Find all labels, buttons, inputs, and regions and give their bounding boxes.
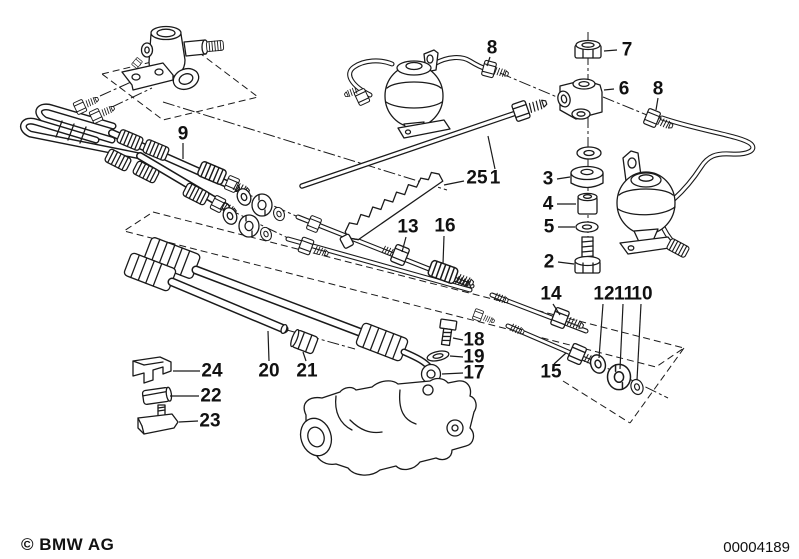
callout-13: 13 (397, 217, 418, 238)
callout-11: 11 (614, 284, 635, 305)
callout-20: 20 (258, 361, 279, 382)
clip-23 (137, 404, 179, 435)
callout-1-leader (487, 135, 496, 170)
callout-2-leader (557, 261, 575, 265)
callout-15: 15 (540, 362, 562, 383)
bolt-2 (574, 236, 601, 274)
grommet-3 (570, 165, 604, 189)
t-fitting-stack (557, 39, 604, 274)
callout-10-leader (636, 303, 642, 381)
callout-8a-leader (486, 56, 491, 67)
callout-8a: 8 (487, 38, 498, 59)
callout-7: 7 (622, 40, 633, 61)
callout-4: 4 (543, 194, 554, 215)
valve-block (121, 25, 225, 91)
callout-18: 18 (463, 330, 484, 351)
callout-2: 2 (544, 252, 555, 273)
callout-3: 3 (543, 169, 554, 190)
callout-20-leader (267, 330, 270, 362)
callout-1: 1 (490, 168, 501, 189)
callout-9: 9 (178, 124, 189, 145)
pressure-pipes (285, 214, 646, 397)
callout-5: 5 (544, 217, 555, 238)
pipe-1 (299, 97, 549, 189)
callout-14-leader (552, 303, 561, 316)
callout-10: 10 (631, 284, 652, 305)
callout-19: 19 (463, 347, 484, 368)
bracket-25 (339, 171, 444, 249)
callout-14: 14 (540, 284, 562, 305)
callout-6: 6 (619, 79, 630, 100)
clip-22 (141, 386, 173, 406)
callout-8b: 8 (653, 79, 664, 100)
callout-22: 22 (200, 386, 221, 407)
steering-gear (299, 377, 477, 476)
callout-18-leader (452, 337, 464, 341)
callout-12: 12 (593, 284, 614, 305)
callout-16-leader (442, 235, 445, 265)
callout-17-leader (441, 372, 464, 375)
callout-23: 23 (199, 411, 220, 432)
callout-12-leader (598, 303, 604, 359)
callout-13-leader (401, 236, 407, 253)
callout-21: 21 (296, 361, 318, 382)
callout-24: 24 (201, 361, 223, 382)
callout-6-leader (603, 88, 615, 91)
callout-23-leader (178, 420, 199, 423)
image-number: 00004189 (723, 539, 790, 556)
callout-21-leader (302, 351, 307, 362)
accumulator-right (616, 107, 756, 259)
callout-7-leader (603, 49, 618, 52)
callout-19-leader (449, 355, 464, 358)
t-fitting-6 (557, 78, 603, 120)
callout-25-leader (443, 180, 465, 186)
banjo-bolt-18 (439, 318, 458, 347)
clip-24 (132, 356, 172, 384)
tie-rod-assembly (123, 237, 458, 385)
callout-16: 16 (434, 216, 455, 237)
callout-15-leader (553, 352, 567, 365)
accumulator-left (343, 49, 510, 139)
callout-8b-leader (655, 97, 659, 111)
copyright-text: © BMW AG (21, 535, 115, 554)
callout-3-leader (556, 176, 571, 180)
clamp-nut-21 (290, 328, 319, 355)
bushing-4 (577, 192, 598, 215)
callout-17: 17 (463, 363, 484, 384)
callout-25: 25 (466, 168, 488, 189)
sealing-ring-19 (426, 350, 450, 362)
callout-11-leader (619, 303, 624, 370)
washer-grommet-cluster (220, 186, 287, 243)
hose-assembly-9 (20, 95, 251, 217)
nut-7 (574, 39, 602, 59)
